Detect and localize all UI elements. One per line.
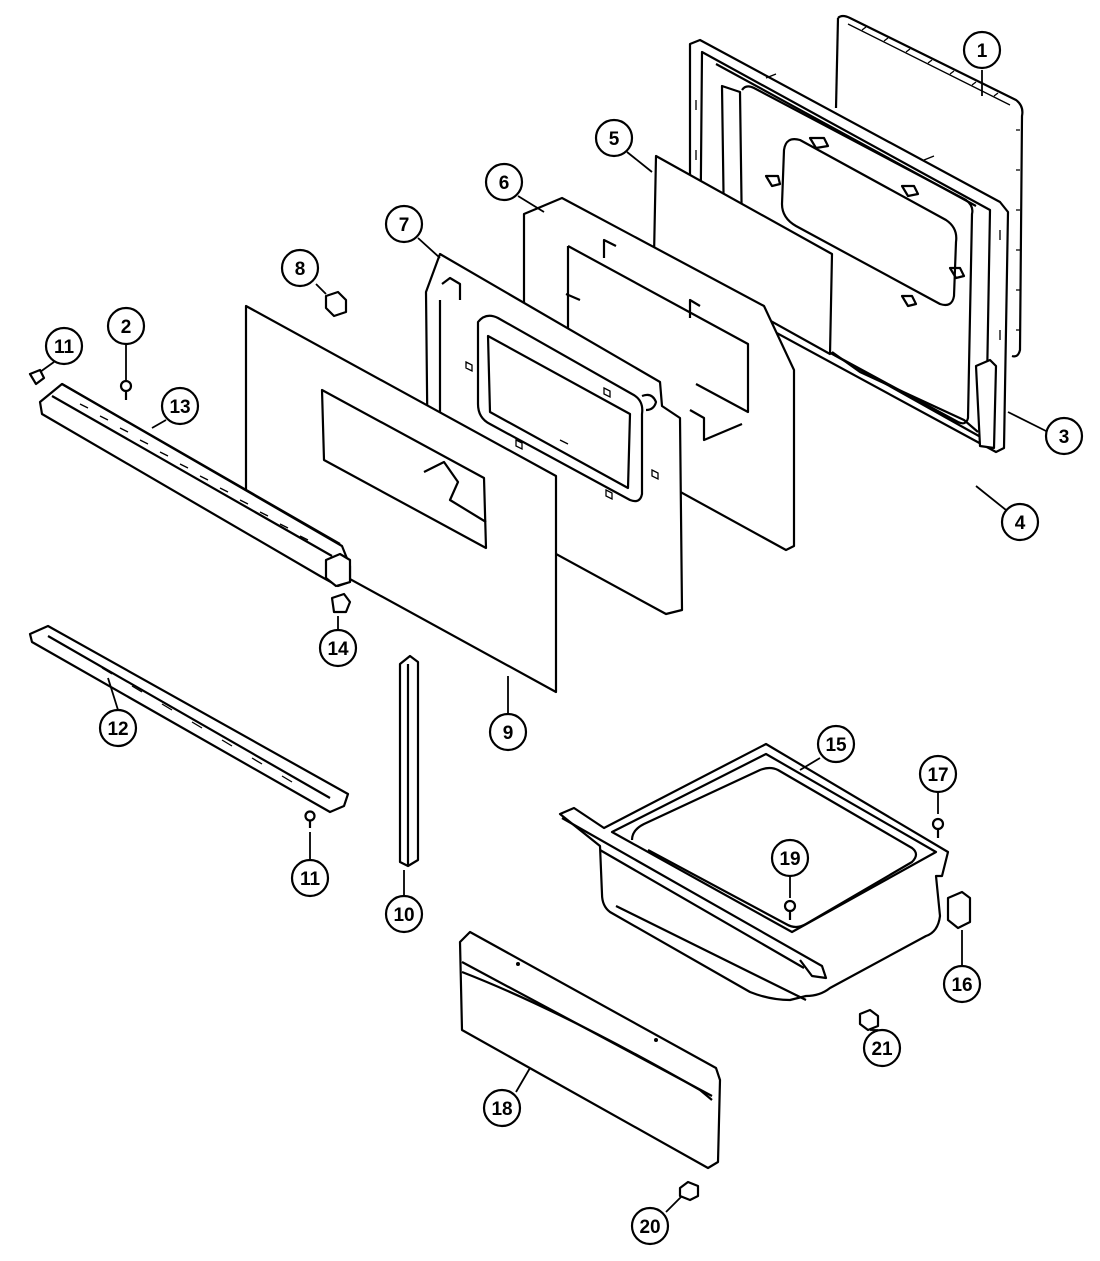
screw-part-2 (121, 381, 131, 400)
vertical-seal-strip (400, 656, 418, 866)
callout-5-label: 5 (609, 129, 620, 150)
callout-1: 1 (964, 32, 1000, 68)
callout-11-bottom: 11 (292, 860, 328, 896)
callout-12-label: 12 (107, 719, 128, 740)
callout-20-label: 20 (639, 1217, 660, 1238)
callout-12: 12 (100, 710, 136, 746)
callout-21: 21 (864, 1030, 900, 1066)
callout-21-label: 21 (871, 1039, 893, 1060)
callout-16: 16 (944, 966, 980, 1002)
callout-15-label: 15 (825, 735, 847, 756)
callout-20: 20 (632, 1208, 668, 1244)
callout-1-label: 1 (977, 41, 988, 62)
door-handle (40, 384, 350, 586)
callout-2: 2 (108, 308, 144, 344)
screw-part-19 (785, 901, 795, 920)
drawer-glide (860, 1010, 878, 1030)
door-glass-inner (654, 156, 832, 354)
leader-lines (40, 70, 1048, 1212)
callout-6-label: 6 (499, 173, 510, 194)
callout-18-label: 18 (491, 1099, 512, 1120)
callout-3-label: 3 (1059, 427, 1070, 448)
callout-14-label: 14 (327, 639, 349, 660)
callout-13: 13 (162, 388, 198, 424)
drawer-body (560, 744, 948, 1000)
callout-14: 14 (320, 630, 356, 666)
handle-end-cap (332, 594, 350, 612)
drawer-front-panel (460, 932, 720, 1168)
callout-13-label: 13 (169, 397, 190, 418)
callout-4: 4 (1002, 504, 1038, 540)
callout-18: 18 (484, 1090, 520, 1126)
door-insulation (524, 198, 794, 550)
callout-7-label: 7 (399, 215, 410, 236)
callout-11-bottom-label: 11 (300, 869, 321, 890)
drawer-button (680, 1182, 698, 1200)
callout-15: 15 (818, 726, 854, 762)
callout-5: 5 (596, 120, 632, 156)
callout-19-label: 19 (779, 849, 800, 870)
callout-17-label: 17 (927, 765, 948, 786)
outer-door-frame (690, 40, 1008, 452)
door-gasket (836, 16, 1022, 356)
callout-7: 7 (386, 206, 422, 242)
screw-part-17 (933, 819, 943, 838)
callout-3: 3 (1046, 418, 1082, 454)
callout-17: 17 (920, 756, 956, 792)
callout-2-label: 2 (121, 317, 132, 338)
callout-8-label: 8 (295, 259, 306, 280)
clip-part-8 (326, 292, 346, 316)
callout-4-label: 4 (1015, 513, 1026, 534)
screw-part-11-bottom (306, 812, 315, 829)
callout-9-label: 9 (503, 723, 514, 744)
drawer-bracket (948, 892, 970, 928)
callout-8: 8 (282, 250, 318, 286)
callout-9: 9 (490, 714, 526, 750)
callout-10-label: 10 (393, 905, 414, 926)
callout-16-label: 16 (951, 975, 972, 996)
callout-10: 10 (386, 896, 422, 932)
callout-6: 6 (486, 164, 522, 200)
clip-part-11-top (30, 370, 44, 384)
handle-mount-strip (30, 626, 348, 812)
callout-11-top: 11 (46, 328, 82, 364)
outer-door-glass (246, 306, 556, 692)
callout-19: 19 (772, 840, 808, 876)
callout-11-top-label: 11 (54, 337, 75, 358)
